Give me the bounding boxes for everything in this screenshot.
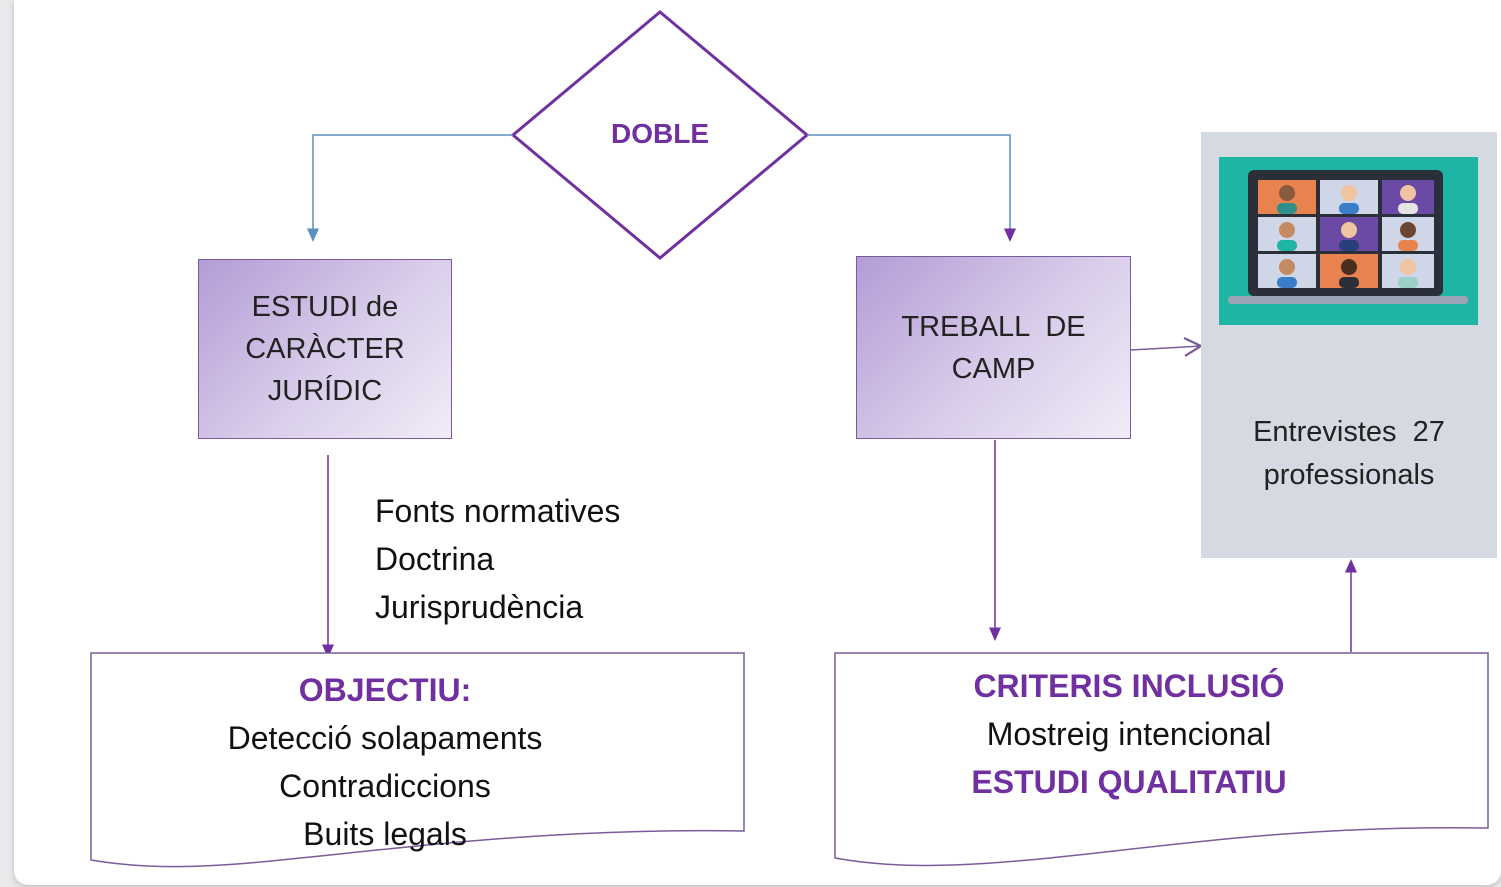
criteris-title: CRITERIS INCLUSIÓ [973,668,1285,704]
source-item: Jurisprudència [375,589,584,625]
diamond-label: DOBLE [611,118,709,149]
objectiu-document-shape [90,652,745,868]
criteris-line: Mostreig intencional [986,716,1272,752]
entrevistes-text: Entrevistes 27 professionals [1201,411,1497,497]
estudi-line-2: CARÀCTER [245,333,405,365]
objectiu-text: OBJECTIU: Detecció solapaments Contradic… [91,666,679,858]
estudi-line-1: ESTUDI de [251,291,399,323]
objectiu-line: Buits legals [303,816,467,852]
source-item: Fonts normatives [375,493,621,529]
estudi-line-3: JURÍDIC [267,375,383,407]
connector-doble-to-treball [807,134,1016,242]
source-item: Doctrina [375,541,495,577]
estudi-juridic-box: ESTUDI de CARÀCTER JURÍDIC [198,259,452,439]
objectiu-line: Detecció solapaments [227,720,543,756]
connector-doble-to-estudi [307,134,513,242]
treball-line-2: CAMP [951,352,1036,385]
entrevistes-line-2: professionals [1263,459,1435,491]
connector-treball-to-entrevistes [1130,336,1204,357]
video-call-illustration-icon [1219,157,1478,325]
decision-diamond [510,10,810,260]
objectiu-title: OBJECTIU: [298,672,472,708]
sources-list: Fonts normatives Doctrina Jurisprudència [375,487,620,631]
objectiu-line: Contradiccions [279,768,491,804]
criteris-text: CRITERIS INCLUSIÓ Mostreig intencional E… [835,662,1423,806]
criteris-document-shape [834,652,1489,867]
entrevistes-line-1: Entrevistes 27 [1253,416,1445,448]
treball-line-1: TREBALL DE [901,310,1086,343]
criteris-footer: ESTUDI QUALITATIU [971,764,1287,800]
treball-camp-box: TREBALL DE CAMP [856,256,1131,439]
